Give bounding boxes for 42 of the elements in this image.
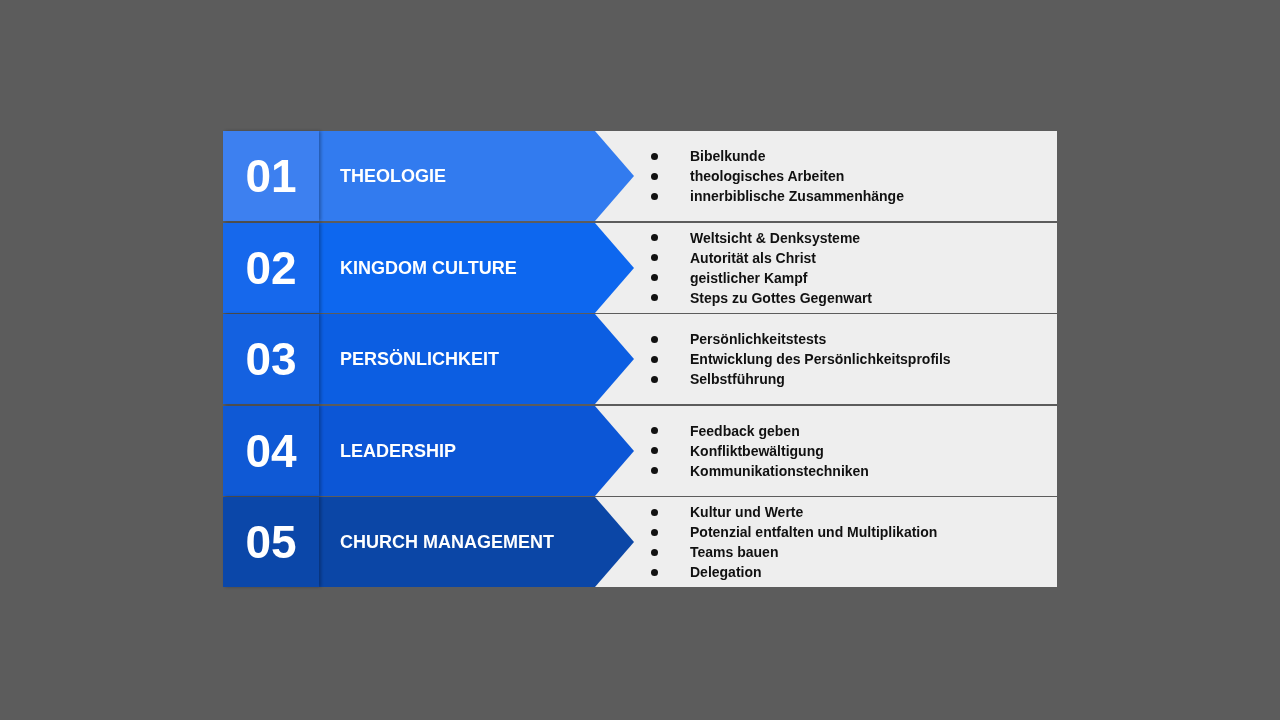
section-title: KINGDOM CULTURE [340, 257, 517, 278]
list-item: Persönlichkeitstests [690, 330, 827, 349]
step-number: 04 [245, 427, 297, 474]
list-item: Selbstführung [690, 370, 785, 389]
number-tile [223, 222, 319, 313]
list-item: Bibelkunde [690, 147, 766, 166]
list-item: Kommunikationstechniken [690, 461, 869, 481]
list-item: Autorität als Christ [690, 248, 816, 268]
number-tile [223, 405, 319, 496]
topic-panel [595, 131, 1057, 221]
section-title: PERSÖNLICHKEIT [340, 348, 499, 370]
topic-panel [595, 222, 1057, 313]
step-number: 02 [245, 244, 297, 291]
topic-panel [595, 497, 1057, 587]
list-item: Konfliktbewältigung [690, 441, 824, 461]
chevron-banner [319, 405, 634, 496]
list-item: Weltsicht & Denksysteme [690, 228, 861, 248]
list-item: Entwicklung des Persönlichkeitsprofils [690, 350, 951, 369]
list-item: Delegation [690, 563, 762, 582]
topic-panel [595, 314, 1057, 404]
list-item: innerbiblische Zusammenhänge [690, 187, 904, 206]
chevron-banner [319, 314, 634, 404]
section-title: LEADERSHIP [340, 440, 456, 461]
topic-panel [595, 405, 1057, 496]
number-tile [223, 131, 319, 221]
list-item: Teams bauen [690, 543, 779, 562]
step-number: 05 [245, 519, 297, 565]
list-item: Kultur und Werte [690, 503, 804, 522]
chevron-banner [319, 222, 634, 313]
section-title: CHURCH MANAGEMENT [340, 531, 554, 553]
chevron-banner [319, 497, 634, 587]
list-item: Potenzial entfalten und Multiplikation [690, 523, 938, 542]
list-item: Steps zu Gottes Gegenwart [690, 288, 873, 308]
list-item: Feedback geben [690, 421, 800, 441]
step-number: 01 [245, 153, 297, 199]
list-item: theologisches Arbeiten [690, 167, 845, 186]
list-item: geistlicher Kampf [690, 268, 808, 288]
chevron-banner [319, 131, 634, 221]
number-tile [223, 497, 319, 587]
section-title: THEOLOGIE [340, 165, 446, 187]
step-number: 03 [245, 336, 297, 382]
number-tile [223, 314, 319, 404]
